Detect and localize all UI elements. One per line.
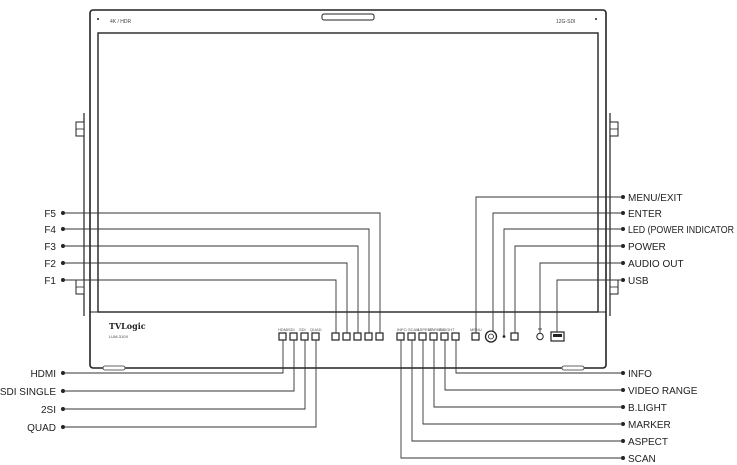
power-button[interactable] bbox=[510, 332, 519, 341]
label-scan: SCAN bbox=[628, 454, 656, 465]
input-label-sdi-2: SDI bbox=[299, 327, 306, 332]
label-video-range: VIDEO RANGE bbox=[628, 386, 698, 397]
2si-button[interactable] bbox=[300, 332, 309, 341]
label-sdi-single: SDI SINGLE bbox=[0, 387, 56, 398]
label-usb: USB bbox=[628, 276, 649, 287]
label-hdmi: HDMI bbox=[30, 369, 56, 380]
label-enter: ENTER bbox=[628, 209, 662, 220]
label-b-light: B.LIGHT bbox=[628, 403, 667, 414]
leaders-right-lower bbox=[400, 340, 625, 460]
bracket-right-bottom bbox=[609, 279, 619, 295]
input-label-sdi-1: SDI bbox=[288, 327, 295, 332]
b-light-button[interactable] bbox=[429, 332, 438, 341]
label-aspect: ASPECT bbox=[628, 437, 668, 448]
leaders-right-upper bbox=[475, 195, 625, 335]
menu-exit-button[interactable] bbox=[471, 332, 480, 341]
label-menu-exit: MENU/EXIT bbox=[628, 193, 682, 204]
f3-button[interactable] bbox=[353, 332, 362, 341]
f1-button[interactable] bbox=[331, 332, 340, 341]
model-text: LUM-310X bbox=[109, 334, 128, 339]
leaders-left-fkeys bbox=[61, 211, 381, 333]
top-handle bbox=[321, 13, 375, 21]
foot-left bbox=[102, 365, 126, 371]
labels-left: F5 F4 F3 F2 F1 HDMI SDI SINGLE 2SI QUAD bbox=[0, 209, 56, 434]
label-2si: 2SI bbox=[41, 405, 56, 416]
label-f1: F1 bbox=[44, 276, 56, 287]
input-label-hdmi: HDMI bbox=[278, 327, 288, 332]
input-label-quad: QUAD bbox=[310, 327, 322, 332]
top-left-text: 4K / HDR bbox=[110, 19, 132, 25]
marker-button[interactable] bbox=[418, 332, 427, 341]
video-range-button[interactable] bbox=[440, 332, 449, 341]
screen bbox=[97, 32, 599, 313]
label-f5: F5 bbox=[44, 209, 56, 220]
leaders-left-inputs bbox=[61, 340, 317, 429]
label-info: INFO bbox=[628, 369, 652, 380]
info-button[interactable] bbox=[451, 332, 460, 341]
func-label-scan: SCAN bbox=[408, 327, 419, 332]
led-indicator bbox=[502, 335, 506, 338]
bracket-left-top bbox=[75, 121, 85, 137]
label-audio-out: AUDIO OUT bbox=[628, 259, 684, 270]
bracket-left-bottom bbox=[75, 279, 85, 295]
labels-right: MENU/EXIT ENTER LED (POWER INDICATOR POW… bbox=[628, 193, 734, 465]
label-led-power: LED (POWER INDICATOR bbox=[628, 225, 734, 236]
label-power: POWER bbox=[628, 242, 666, 253]
f2-button[interactable] bbox=[342, 332, 351, 341]
label-f3: F3 bbox=[44, 242, 56, 253]
bracket-right-top bbox=[609, 121, 619, 137]
func-label-aspect: ASPECT bbox=[417, 327, 434, 332]
scan-button[interactable] bbox=[396, 332, 405, 341]
func-label-marker: MARKER bbox=[428, 327, 445, 332]
monitor-body: 4K / HDR 12G-SDI TVLogic LUM-310X bbox=[75, 9, 619, 371]
f4-button[interactable] bbox=[364, 332, 373, 341]
quad-button[interactable] bbox=[311, 332, 320, 341]
knob-center-icon bbox=[488, 333, 494, 340]
brand-logo-text: TVLogic bbox=[109, 321, 146, 331]
label-f2: F2 bbox=[44, 259, 56, 270]
f5-button[interactable] bbox=[375, 332, 384, 341]
func-label-blight: B.LIGHT bbox=[439, 327, 455, 332]
sdi-single-button[interactable] bbox=[289, 332, 298, 341]
top-right-text: 12G-SDI bbox=[556, 19, 575, 25]
hdmi-button[interactable] bbox=[278, 332, 287, 341]
audio-out-jack[interactable] bbox=[536, 332, 544, 341]
front-panel: HDMI SDI SDI QUAD INFO SCAN ASPECT MARKE… bbox=[278, 327, 565, 343]
aspect-button[interactable] bbox=[407, 332, 416, 341]
usb-icon bbox=[553, 334, 562, 337]
func-label-info: INFO bbox=[397, 327, 407, 332]
label-quad: QUAD bbox=[27, 423, 56, 434]
label-f4: F4 bbox=[44, 225, 56, 236]
foot-right bbox=[561, 365, 585, 371]
label-marker: MARKER bbox=[628, 420, 671, 431]
